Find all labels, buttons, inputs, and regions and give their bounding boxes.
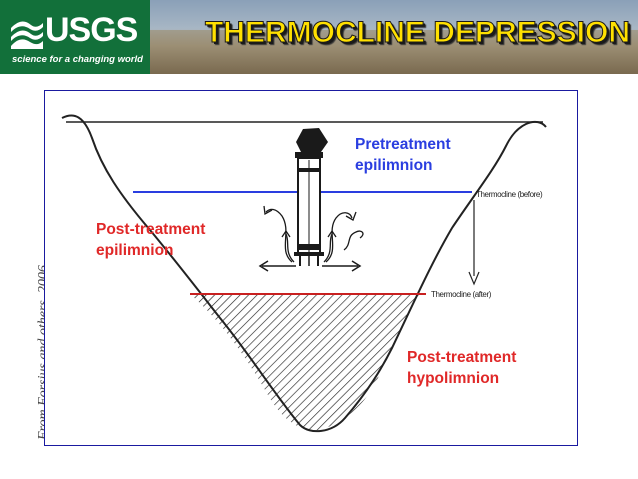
slide-title: THERMOCLINE DEPRESSION <box>204 16 630 50</box>
post-hypolimnion-line-2: hypolimnion <box>407 370 500 387</box>
circulation-arrow-left-inner <box>285 233 295 263</box>
usgs-logo: USGS science for a changing world <box>0 0 150 74</box>
post-hypolimnion-line-1: Post-treatment <box>407 349 517 366</box>
device-base <box>294 252 324 256</box>
thermocline-before-label: Thermocline (before) <box>476 190 543 199</box>
post-epilimnion-line-2: epilimnion <box>96 242 174 259</box>
pretreatment-line-1: Pretreatment <box>355 136 451 153</box>
device-neck <box>295 152 323 158</box>
usgs-wave-icon <box>11 21 43 49</box>
post-treatment-epilimnion-label: Post-treatment epilimnion <box>96 219 205 261</box>
logo-tagline: science for a changing world <box>12 54 143 65</box>
circulation-arrow-right-outer <box>325 212 353 263</box>
pretreatment-epilimnion-label: Pretreatment epilimnion <box>355 134 451 176</box>
logo-text: USGS <box>45 11 138 49</box>
thermocline-after-label: Thermocline (after) <box>431 290 491 299</box>
post-epilimnion-line-1: Post-treatment <box>96 221 206 238</box>
depression-arrow-head <box>468 271 480 286</box>
device-cap-icon <box>296 128 328 152</box>
circulation-arrow-left-outer <box>265 208 293 263</box>
header-banner: USGS science for a changing world THERMO… <box>0 0 638 74</box>
circulation-arrow-right-inner <box>323 233 333 263</box>
circulation-squiggle-right <box>343 230 364 251</box>
lake-basin-outline <box>61 114 547 433</box>
post-treatment-hypolimnion-label: Post-treatment hypolimnion <box>407 347 516 389</box>
pretreatment-line-2: epilimnion <box>355 157 433 174</box>
